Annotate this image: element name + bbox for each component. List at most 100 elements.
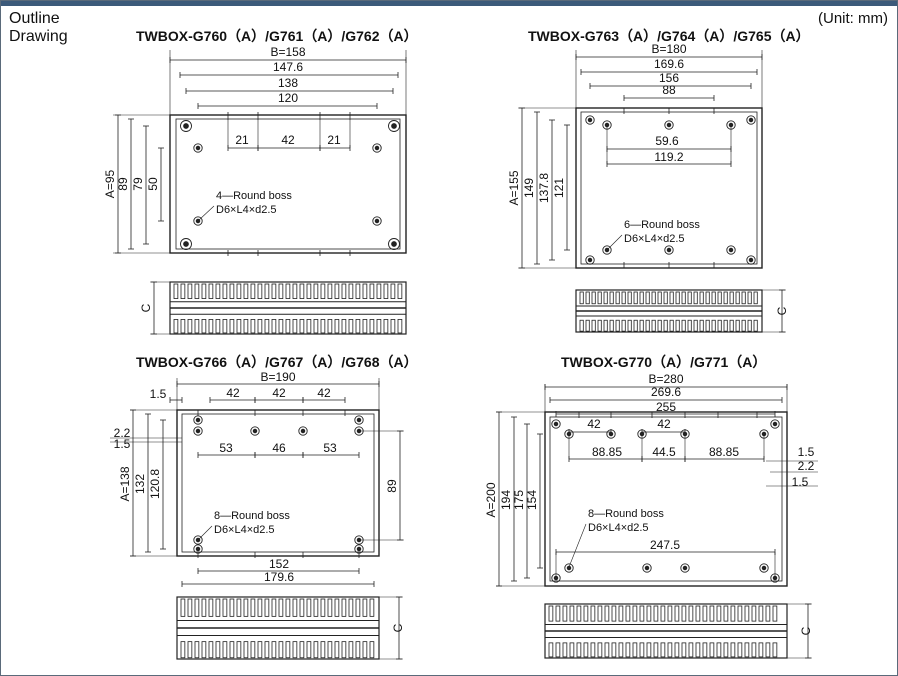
dim-label: 59.6: [655, 134, 679, 148]
vent-slot: [562, 642, 568, 658]
vent-slot: [180, 641, 186, 659]
box-inner-outline: [175, 118, 401, 250]
round-boss: [193, 143, 203, 153]
vent-slot: [250, 598, 256, 617]
vent-slot: [758, 605, 764, 622]
vent-slot: [320, 641, 326, 659]
vent-slot: [229, 319, 235, 334]
vent-slot: [765, 642, 771, 658]
dim-label: 194: [499, 490, 513, 510]
dim-label: 119.2: [654, 150, 683, 164]
vent-slot: [306, 598, 312, 617]
vent-slot: [320, 319, 326, 334]
vent-slot: [737, 605, 743, 622]
boss-hole: [604, 247, 610, 253]
vent-slot: [717, 319, 722, 332]
vent-slot: [660, 642, 666, 658]
corner-boss: [180, 120, 192, 132]
round-boss: [664, 120, 674, 130]
vent-slot: [355, 283, 361, 299]
vent-slot: [215, 598, 221, 617]
vent-slot: [576, 605, 582, 622]
box-inner-outline: [549, 416, 783, 582]
vent-slot: [257, 641, 263, 659]
vent-slot: [579, 291, 584, 305]
leader-line: [607, 234, 623, 250]
vent-slot: [215, 319, 221, 334]
dim-label: 2.2: [114, 426, 131, 440]
vent-slot: [711, 319, 716, 332]
dim-label: 169.6: [654, 57, 684, 71]
vent-slot: [348, 319, 354, 334]
round-boss: [564, 563, 574, 573]
vent-slot: [585, 291, 590, 305]
vent-slot: [299, 641, 305, 659]
vent-slot: [264, 598, 270, 617]
vent-slot: [320, 598, 326, 617]
dim-label: 1.5: [114, 437, 131, 451]
vent-slot: [348, 283, 354, 299]
vent-slot: [688, 605, 694, 622]
vent-slot: [590, 605, 596, 622]
vent-slot: [675, 319, 680, 332]
boss-hole: [195, 417, 201, 423]
vent-slot: [705, 291, 710, 305]
drawing-title-g760: TWBOX-G760（A）/G761（A）/G762（A）: [136, 28, 418, 44]
boss-hole: [195, 537, 201, 543]
vent-slot: [355, 598, 361, 617]
boss-note: 8—Round boss: [588, 508, 664, 520]
vent-slot: [646, 605, 652, 622]
vent-slot: [669, 291, 674, 305]
corner-boss: [388, 238, 400, 250]
vent-slot: [355, 641, 361, 659]
dim-label: C: [391, 623, 405, 632]
vent-slot: [201, 641, 207, 659]
vent-slot: [397, 283, 403, 299]
vent-slot: [735, 319, 740, 332]
vent-slot: [369, 319, 375, 334]
dim-label: 154: [525, 490, 539, 510]
vent-slot: [180, 319, 186, 334]
boss-hole: [356, 417, 362, 423]
vent-slot: [327, 598, 333, 617]
vent-slot: [711, 291, 716, 305]
dim-label: B=158: [270, 45, 305, 59]
vent-slot: [747, 319, 752, 332]
round-boss: [680, 563, 690, 573]
round-boss: [746, 255, 756, 265]
vent-slot: [285, 319, 291, 334]
dim-label: 269.6: [651, 385, 681, 399]
vent-slot: [271, 641, 277, 659]
vent-slot: [201, 319, 207, 334]
vent-slot: [747, 291, 752, 305]
round-boss: [585, 115, 595, 125]
vent-slot: [688, 642, 694, 658]
dim-label: 42: [657, 417, 671, 431]
vent-slot: [660, 605, 666, 622]
vent-slot: [257, 598, 263, 617]
vent-slot: [723, 605, 729, 622]
vent-slot: [292, 598, 298, 617]
vent-slot: [633, 319, 638, 332]
vent-slot: [313, 319, 319, 334]
vent-slot: [681, 319, 686, 332]
vent-slot: [758, 642, 764, 658]
vent-slot: [702, 605, 708, 622]
vent-slot: [729, 291, 734, 305]
round-boss: [551, 419, 561, 429]
vent-slot: [362, 319, 368, 334]
vent-slot: [751, 605, 757, 622]
vent-slot: [313, 598, 319, 617]
vent-slot: [334, 598, 340, 617]
vent-slot: [208, 283, 214, 299]
vent-slot: [548, 642, 554, 658]
dim-label: 138: [278, 76, 298, 90]
vent-slot: [604, 642, 610, 658]
vent-slot: [548, 605, 554, 622]
dim-label: 89: [385, 479, 399, 493]
boss-hole: [666, 122, 672, 128]
dim-label: 1.5: [150, 387, 167, 401]
vent-slot: [645, 319, 650, 332]
